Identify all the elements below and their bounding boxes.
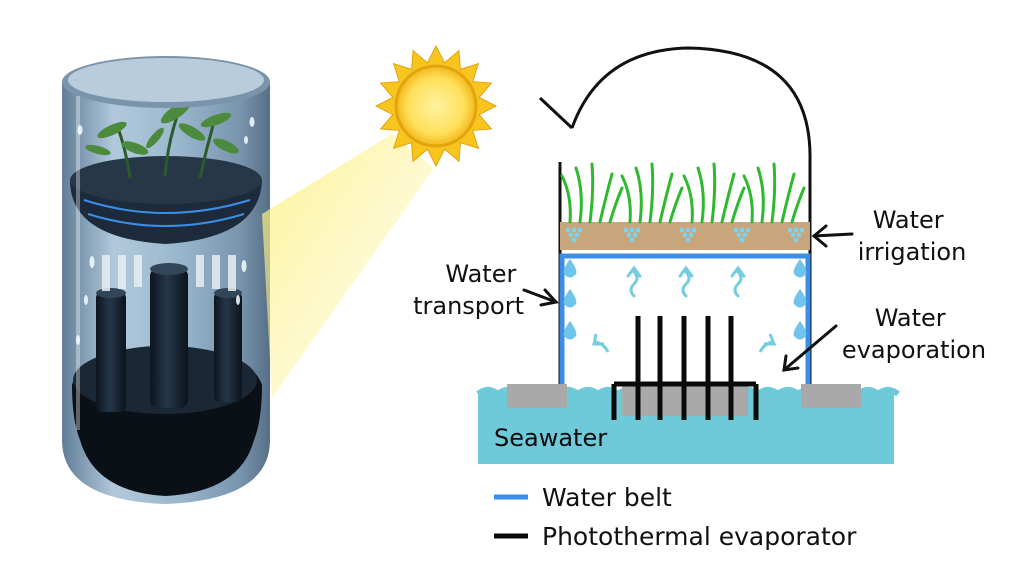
soil-droplet [688,232,694,238]
vapor-arrowhead [678,265,694,278]
soil-droplet [577,227,583,233]
float-block-right [801,384,861,408]
label-water-irrigation: Water irrigation [858,206,967,266]
soil-droplet [742,232,748,238]
grass-blade [696,166,705,224]
cylinder-device-render [62,56,270,504]
callout-arrows [522,224,854,372]
water-droplet [563,321,577,340]
soil-droplet [745,227,751,233]
arrow-water-irrigation [812,232,854,238]
water-droplet [793,259,807,278]
soil-droplet [739,237,745,243]
soil-droplet [787,227,793,233]
soil-droplet [793,227,799,233]
grass-blade [770,162,777,224]
vapor-arrowhead [764,333,777,346]
vapor-arrowhead [626,265,642,278]
soil-droplet [629,237,635,243]
water-droplet [793,321,807,340]
photothermal-evaporator [611,316,759,420]
vapor-arrow [733,270,743,298]
soil-droplet [739,227,745,233]
soil-droplet [799,227,805,233]
vapor-arrowhead [730,265,746,278]
soil-droplet [626,232,632,238]
soil-droplet [568,232,574,238]
soil-droplet [793,237,799,243]
grass-blade [574,166,583,224]
dome-open-lid [538,96,574,130]
legend-label-water-belt: Water belt [542,483,672,512]
grass-blade [790,186,806,224]
soil-droplet [565,227,571,233]
soil-droplet [790,232,796,238]
grass-blade [682,174,694,224]
arrow-water-transport [522,288,558,304]
grass-blade [608,186,624,224]
grass-blade [658,172,674,224]
soil-droplet [574,232,580,238]
soil-droplet [685,237,691,243]
arrow-water-evaporation [782,324,838,372]
soil-droplet [571,227,577,233]
label-water-transport: Water transport [413,260,524,320]
grass-blade [756,166,765,224]
soil-droplet [682,232,688,238]
grass-blade [560,174,572,224]
grass-blade [710,162,717,224]
grass-blade [620,174,632,224]
soil-droplet [571,237,577,243]
vapor-arrow [681,270,691,298]
soil-droplet [796,232,802,238]
legend: Water belt Photothermal evaporator [494,483,857,551]
water-droplet [793,289,807,308]
water-droplet [563,259,577,278]
grass-blade [598,172,614,224]
grass-blade [720,172,736,224]
grass-blade [780,172,796,224]
grass-blade [730,186,746,224]
water-droplet [563,289,577,308]
soil-droplet [691,227,697,233]
vapor-arrowhead [592,333,604,346]
legend-label-photothermal-evaporator: Photothermal evaporator [542,522,857,551]
grass-blade [668,186,684,224]
water-belt [559,253,811,384]
label-seawater: Seawater [494,424,607,452]
sun-icon [374,44,498,168]
soil-droplet [685,227,691,233]
vapor-arrow [629,270,639,298]
soil-droplet [679,227,685,233]
soil-droplet [632,232,638,238]
soil-droplet [736,232,742,238]
grass-blade [648,162,655,224]
label-water-evaporation: Water evaporation [842,304,986,364]
grass-blade [634,166,643,224]
soil-droplet-clusters [565,227,805,243]
float-block-left [507,384,567,408]
soil-droplet [629,227,635,233]
sunlight-beam [262,134,434,398]
grass-icon [560,162,806,224]
vapor-arrow-icon [592,265,777,353]
soil-droplet [635,227,641,233]
grass-blade [588,162,595,224]
soil-droplet [733,227,739,233]
grass-blade [742,174,754,224]
droplet-icon [563,259,807,340]
soil-droplet [623,227,629,233]
